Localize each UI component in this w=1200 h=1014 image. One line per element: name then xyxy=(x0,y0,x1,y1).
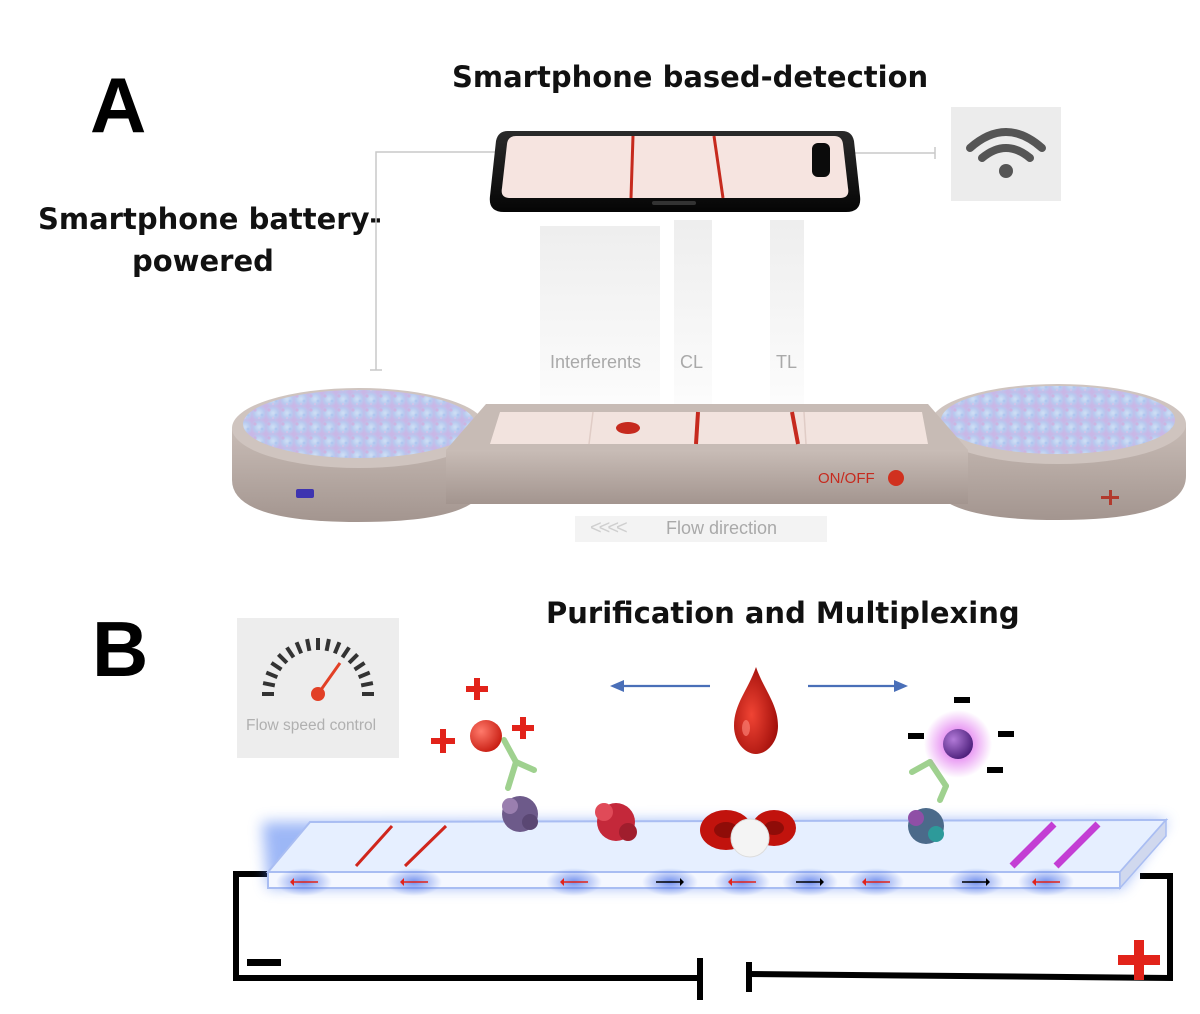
antibody-positive xyxy=(501,737,537,791)
circuit-wire-positive xyxy=(746,873,1173,992)
gauge-tick xyxy=(332,641,342,655)
positive-charged-tag xyxy=(470,720,502,752)
onoff-button-circle xyxy=(888,470,904,486)
positive-electrode-sign xyxy=(1118,940,1160,980)
gauge-tick xyxy=(270,661,283,672)
beam-cl xyxy=(674,220,712,406)
wifi-connector-line xyxy=(848,147,936,159)
blood-cells xyxy=(700,810,796,858)
heading-purification: Purification and Multiplexing xyxy=(546,596,1020,630)
migration-arrow-head xyxy=(728,878,732,886)
gauge-tick xyxy=(357,670,371,680)
migration-arrows xyxy=(276,868,1074,896)
strip-sample-dot xyxy=(616,422,640,434)
gauge-tick xyxy=(305,638,312,652)
flow-speed-control-label: Flow speed control xyxy=(246,717,377,734)
migration-arrow-head xyxy=(1032,878,1036,886)
positive-terminal xyxy=(1101,490,1119,505)
wifi-icon xyxy=(951,107,1061,201)
flow-direction-label: Flow direction xyxy=(666,518,778,538)
migration-arrow-head xyxy=(290,878,294,886)
gauge-tick xyxy=(340,646,351,659)
migration-arrow-head xyxy=(400,878,404,886)
heading-smartphone-detection: Smartphone based-detection xyxy=(452,60,929,94)
flow-direction-band xyxy=(575,516,827,542)
beam-tl xyxy=(770,220,804,406)
phone-screen-line-2 xyxy=(712,135,725,199)
speed-gauge-icon xyxy=(237,618,399,758)
plus-sign-2 xyxy=(431,729,455,753)
panel-letter-a: A xyxy=(90,61,147,149)
negative-electrode-sign xyxy=(247,959,281,966)
onoff-switch-label[interactable]: ON/OFF xyxy=(818,470,875,487)
heading-battery-line1: Smartphone battery- xyxy=(38,202,382,236)
gauge-tick xyxy=(276,652,289,665)
gauge-tick xyxy=(285,646,296,659)
left-flow-arrow xyxy=(610,680,710,692)
plus-sign-1 xyxy=(466,678,488,700)
capture-line-red-1 xyxy=(354,824,394,868)
capture-line-red-2 xyxy=(403,824,448,868)
negative-terminal xyxy=(296,489,314,498)
gauge-tick xyxy=(294,641,304,655)
strip-control-line xyxy=(694,411,700,445)
battery-connector-line xyxy=(370,151,498,371)
phone-screen-line-1 xyxy=(629,135,635,199)
heading-battery-line2: powered xyxy=(132,244,274,278)
protein-particle-red xyxy=(595,803,637,841)
minus-sign-1 xyxy=(954,697,970,703)
zone-label-interferents: Interferents xyxy=(550,352,642,372)
zone-label-tl: TL xyxy=(776,352,798,372)
gauge-tick xyxy=(347,652,360,665)
capture-line-magenta-1 xyxy=(1009,821,1057,869)
protein-particle-left xyxy=(502,796,538,832)
migration-arrow-head xyxy=(862,878,866,886)
right-flow-arrow xyxy=(808,680,908,692)
detection-device xyxy=(232,384,1186,522)
migration-arrow-head xyxy=(680,878,684,886)
panel-letter-b: B xyxy=(92,605,149,693)
blood-drop-icon xyxy=(734,667,778,754)
flow-direction-arrows: <<<< xyxy=(590,517,628,539)
gauge-tick xyxy=(360,681,374,688)
migration-arrow-head xyxy=(820,878,824,886)
gauge-tick xyxy=(324,638,331,652)
beam-interferents xyxy=(540,226,660,406)
minus-sign-4 xyxy=(987,767,1003,773)
plus-sign-3 xyxy=(512,717,534,739)
negative-charged-tag xyxy=(943,729,973,759)
smartphone xyxy=(489,131,861,212)
protein-particle-right xyxy=(908,808,944,844)
circuit-wire-negative xyxy=(233,871,703,1000)
gauge-tick xyxy=(262,681,276,688)
gauge-tick xyxy=(265,670,279,680)
gauge-tick xyxy=(353,661,366,672)
migration-arrow-head xyxy=(560,878,564,886)
capture-line-magenta-2 xyxy=(1053,821,1101,869)
minus-sign-2 xyxy=(908,733,924,739)
zone-label-cl: CL xyxy=(680,352,704,372)
minus-sign-3 xyxy=(998,731,1014,737)
migration-arrow-head xyxy=(986,878,990,886)
strip-test-line xyxy=(790,411,800,445)
